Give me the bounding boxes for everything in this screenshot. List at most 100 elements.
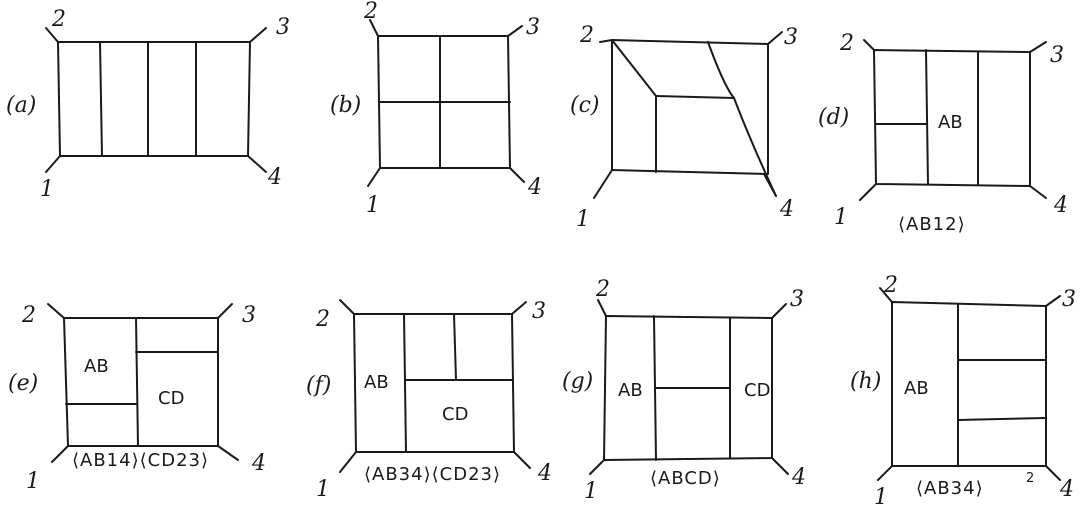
external-leg-1	[45, 155, 61, 173]
region-label-cd: CD	[158, 388, 184, 409]
panel-label: (f)	[306, 373, 331, 398]
outer-box	[611, 39, 769, 175]
panel-f: (f) AB CD 2 3 1 4 ⟨AB34⟩⟨CD23⟩	[306, 299, 552, 502]
corner-label-4: 4	[1053, 193, 1068, 218]
external-leg-3	[1029, 41, 1047, 53]
external-leg-3	[249, 27, 267, 43]
external-leg-1	[859, 183, 877, 201]
rung	[99, 41, 103, 157]
corner-label-2: 2	[839, 31, 854, 56]
external-leg-3	[217, 303, 233, 319]
rung	[135, 317, 139, 447]
outer-box	[891, 301, 1047, 467]
panel-label: (a)	[6, 93, 36, 118]
panel-label: (e)	[8, 371, 38, 396]
rung	[957, 417, 1047, 421]
external-leg-2	[879, 287, 893, 303]
external-leg-2	[863, 39, 875, 51]
external-leg-2	[599, 39, 613, 43]
external-leg-2	[597, 299, 607, 317]
external-leg-4	[217, 445, 239, 461]
panel-label: (g)	[562, 369, 593, 394]
rung	[925, 49, 929, 185]
region-label-ab: AB	[84, 356, 109, 377]
external-leg-2	[369, 19, 379, 37]
corner-label-3: 3	[532, 299, 546, 324]
corner-label-3: 3	[1050, 43, 1064, 68]
corner-label-2: 2	[363, 0, 378, 24]
panel-d: (d) AB 2 3 1 4 ⟨AB12⟩	[818, 31, 1068, 235]
external-leg-1	[877, 465, 893, 481]
corner-label-3: 3	[276, 15, 290, 40]
region-label-ab: AB	[364, 372, 389, 393]
external-leg-3	[1045, 295, 1061, 307]
corner-label-4: 4	[267, 165, 282, 190]
external-leg-2	[339, 299, 355, 315]
corner-label-1: 1	[874, 485, 888, 509]
corner-label-4: 4	[537, 461, 552, 486]
rung	[611, 39, 657, 97]
external-leg-4	[1029, 185, 1047, 199]
outer-box	[353, 313, 515, 453]
external-leg-1	[51, 445, 69, 463]
region-label-ab: AB	[904, 378, 929, 399]
corner-label-2: 2	[315, 307, 330, 332]
external-leg-4	[509, 167, 525, 183]
panel-e: (e) AB CD 2 3 1 4 ⟨AB14⟩⟨CD23⟩	[8, 303, 266, 494]
panel-h: (h) AB 2 3 1 4 ⟨AB34⟩ 2	[850, 273, 1076, 509]
caption: ⟨ABCD⟩	[650, 468, 721, 489]
corner-label-2: 2	[579, 23, 594, 48]
corner-label-4: 4	[779, 197, 794, 222]
external-leg-4	[1045, 465, 1061, 481]
external-leg-3	[771, 303, 787, 319]
corner-label-3: 3	[790, 287, 804, 312]
external-leg-1	[589, 459, 605, 475]
corner-label-4: 4	[527, 175, 542, 200]
corner-label-2: 2	[51, 7, 66, 32]
corner-label-4: 4	[251, 451, 266, 476]
external-leg-1	[593, 169, 613, 199]
region-label-ab: AB	[938, 112, 963, 133]
corner-label-3: 3	[1062, 287, 1076, 312]
panel-label: (h)	[850, 369, 881, 394]
external-leg-1	[339, 451, 357, 473]
external-leg-1	[367, 167, 381, 187]
region-label-cd: CD	[442, 404, 468, 425]
corner-label-1: 1	[316, 477, 330, 502]
caption: ⟨AB34⟩⟨CD23⟩	[364, 464, 501, 485]
outer-box	[63, 317, 219, 447]
caption: ⟨AB34⟩	[916, 478, 984, 499]
corner-label-4: 4	[791, 465, 806, 490]
caption-superscript: 2	[1026, 471, 1034, 486]
outer-box	[57, 41, 251, 157]
external-leg-2	[45, 27, 59, 43]
corner-label-2: 2	[883, 273, 898, 298]
external-leg-3	[767, 31, 783, 45]
outer-box	[377, 35, 511, 169]
panel-b: (b) 2 3 1 4	[330, 0, 542, 218]
corner-label-3: 3	[242, 303, 256, 328]
caption: ⟨AB14⟩⟨CD23⟩	[72, 450, 209, 471]
external-leg-3	[507, 25, 523, 37]
caption: ⟨AB12⟩	[898, 214, 966, 235]
panel-a: (a) 2 3 1 4	[6, 7, 290, 202]
external-leg-2	[47, 303, 65, 319]
corner-label-3: 3	[784, 25, 798, 50]
corner-label-1: 1	[576, 207, 590, 232]
outer-box	[603, 315, 773, 461]
corner-label-1: 1	[26, 469, 40, 494]
rung	[655, 95, 735, 99]
region-label-ab: AB	[618, 380, 643, 401]
corner-label-2: 2	[21, 303, 36, 328]
corner-label-2: 2	[595, 277, 610, 302]
external-leg-4	[247, 155, 267, 173]
external-leg-4	[771, 457, 789, 475]
panel-label: (b)	[330, 93, 361, 118]
external-leg-3	[511, 301, 527, 315]
rung	[707, 41, 777, 197]
region-label-cd: CD	[744, 380, 770, 401]
panel-g: (g) AB CD 2 3 1 4 ⟨ABCD⟩	[562, 277, 806, 504]
corner-label-4: 4	[1059, 477, 1074, 502]
external-leg-4	[513, 451, 531, 469]
